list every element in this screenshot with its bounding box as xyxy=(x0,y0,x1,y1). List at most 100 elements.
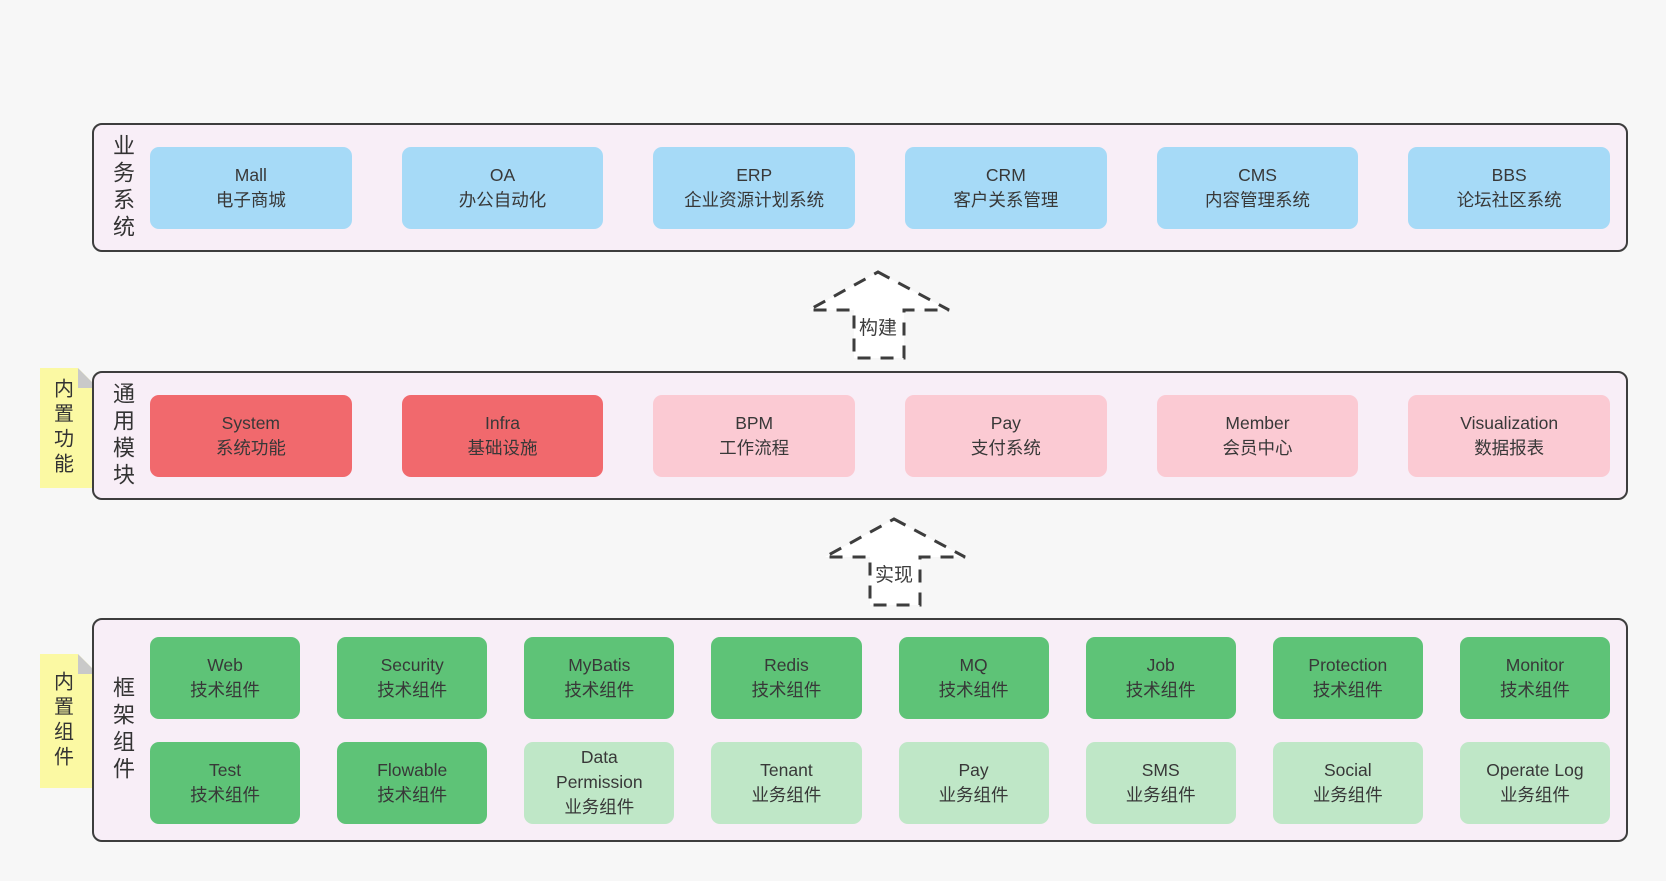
module-box-cms: CMS 内容管理系统 xyxy=(1156,146,1359,229)
band-content: System 系统功能 Infra 基础设施 BPM 工作流程 Pay 支付系统… xyxy=(150,373,1626,498)
arrow-label: 构建 xyxy=(858,318,898,339)
box-name: Operate Log xyxy=(1486,759,1584,780)
box-desc: 数据报表 xyxy=(1474,437,1545,458)
sticky-note-built-in-components: 内置组件 xyxy=(40,654,98,788)
box-name: BBS xyxy=(1491,164,1527,185)
note-text: 内置功能 xyxy=(50,378,73,478)
box-desc: 技术组件 xyxy=(1125,679,1196,700)
box-name: MyBatis xyxy=(568,654,631,675)
component-box-operate-log: Operate Log 业务组件 xyxy=(1459,741,1610,824)
box-row: Mall 电子商城 OA 办公自动化 ERP 企业资源计划系统 CRM 客户关系… xyxy=(150,146,1611,229)
dashed-up-arrow-icon xyxy=(824,517,966,607)
component-box-pay: Pay 业务组件 xyxy=(898,741,1049,824)
box-name: CRM xyxy=(985,164,1026,185)
box-desc: 内容管理系统 xyxy=(1205,189,1311,210)
box-name: Member xyxy=(1225,412,1290,433)
box-name: SMS xyxy=(1141,759,1180,780)
box-desc: 会员中心 xyxy=(1222,437,1293,458)
box-name: Infra xyxy=(484,412,521,433)
box-name: Visualization xyxy=(1460,412,1559,433)
box-desc: 业务组件 xyxy=(1312,784,1383,805)
component-box-tenant: Tenant 业务组件 xyxy=(711,741,862,824)
arrow-build: 构建 xyxy=(800,266,956,370)
note-text: 内置组件 xyxy=(50,671,73,771)
box-name: Pay xyxy=(958,759,989,780)
module-box-visualization: Visualization 数据报表 xyxy=(1408,394,1611,477)
box-name: Pay xyxy=(990,412,1021,433)
module-box-bpm: BPM 工作流程 xyxy=(653,394,856,477)
box-name: System xyxy=(221,412,281,433)
component-box-mq: MQ 技术组件 xyxy=(898,636,1049,719)
band-framework-components: 框架组件 Web 技术组件 Security 技术组件 MyBatis 技术组件… xyxy=(92,618,1628,842)
module-box-member: Member 会员中心 xyxy=(1156,394,1359,477)
box-row: System 系统功能 Infra 基础设施 BPM 工作流程 Pay 支付系统… xyxy=(150,394,1611,477)
box-desc: 业务组件 xyxy=(564,797,635,817)
component-box-test: Test 技术组件 xyxy=(150,741,301,824)
component-box-redis: Redis 技术组件 xyxy=(711,636,862,719)
box-name: Redis xyxy=(764,654,809,675)
box-desc: 技术组件 xyxy=(1499,679,1570,700)
box-row: Test 技术组件 Flowable 技术组件 Data Permission … xyxy=(150,741,1610,824)
box-name: Test xyxy=(209,759,242,780)
box-name: OA xyxy=(489,164,516,185)
box-name: CMS xyxy=(1238,164,1277,185)
box-name: Data Permission xyxy=(556,747,643,792)
box-name: BPM xyxy=(735,412,774,433)
box-desc: 技术组件 xyxy=(190,784,261,805)
box-name: Monitor xyxy=(1505,654,1565,675)
module-box-pay: Pay 支付系统 xyxy=(905,394,1107,477)
box-desc: 基础设施 xyxy=(467,437,538,458)
band-label: 框架组件 xyxy=(110,676,135,784)
module-box-bbs: BBS 论坛社区系统 xyxy=(1408,146,1611,229)
box-desc: 技术组件 xyxy=(1312,679,1383,700)
module-box-mall: Mall 电子商城 xyxy=(150,146,352,229)
component-box-social: Social 业务组件 xyxy=(1272,741,1423,824)
band-content: Web 技术组件 Security 技术组件 MyBatis 技术组件 Redi… xyxy=(150,620,1626,840)
dashed-up-arrow-icon xyxy=(808,270,950,360)
box-desc: 业务组件 xyxy=(938,784,1009,805)
box-desc: 工作流程 xyxy=(719,437,790,458)
box-desc: 技术组件 xyxy=(564,679,635,700)
sticky-note-built-in-features: 内置功能 xyxy=(40,368,98,488)
box-name: Social xyxy=(1323,759,1372,780)
module-box-crm: CRM 客户关系管理 xyxy=(905,146,1107,229)
box-name: Flowable xyxy=(377,759,448,780)
box-desc: 技术组件 xyxy=(377,679,448,700)
box-name: ERP xyxy=(736,164,773,185)
component-box-data-permission: Data Permission 业务组件 xyxy=(524,741,675,824)
component-box-flowable: Flowable 技术组件 xyxy=(337,741,488,824)
box-row: Web 技术组件 Security 技术组件 MyBatis 技术组件 Redi… xyxy=(150,636,1610,719)
component-box-sms: SMS 业务组件 xyxy=(1085,741,1236,824)
box-desc: 业务组件 xyxy=(751,784,822,805)
component-box-protection: Protection 技术组件 xyxy=(1272,636,1423,719)
band-business-systems: 业务系统 Mall 电子商城 OA 办公自动化 ERP 企业资源计划系统 CRM… xyxy=(92,123,1628,252)
band-common-modules: 通用模块 System 系统功能 Infra 基础设施 BPM 工作流程 Pay… xyxy=(92,371,1628,500)
arrow-label: 实现 xyxy=(874,565,914,586)
box-desc: 业务组件 xyxy=(1125,784,1196,805)
box-desc: 系统功能 xyxy=(215,437,286,458)
arrow-implement: 实现 xyxy=(816,513,972,617)
module-box-erp: ERP 企业资源计划系统 xyxy=(653,146,856,229)
box-name: Tenant xyxy=(760,759,813,780)
box-name: MQ xyxy=(959,654,988,675)
box-desc: 技术组件 xyxy=(751,679,822,700)
band-label: 业务系统 xyxy=(110,133,135,242)
box-desc: 企业资源计划系统 xyxy=(684,189,825,210)
component-box-monitor: Monitor 技术组件 xyxy=(1459,636,1610,719)
box-desc: 支付系统 xyxy=(970,437,1041,458)
box-desc: 业务组件 xyxy=(1499,784,1570,805)
component-box-job: Job 技术组件 xyxy=(1085,636,1236,719)
band-content: Mall 电子商城 OA 办公自动化 ERP 企业资源计划系统 CRM 客户关系… xyxy=(150,125,1626,250)
box-desc: 办公自动化 xyxy=(458,189,547,210)
band-label: 通用模块 xyxy=(110,381,135,490)
box-desc: 客户关系管理 xyxy=(953,189,1059,210)
box-desc: 论坛社区系统 xyxy=(1456,189,1562,210)
module-box-infra: Infra 基础设施 xyxy=(401,394,604,477)
box-name: Job xyxy=(1146,654,1175,675)
box-desc: 技术组件 xyxy=(938,679,1009,700)
box-name: Web xyxy=(207,654,243,675)
box-name: Security xyxy=(380,654,444,675)
box-desc: 电子商城 xyxy=(215,189,286,210)
box-name: Protection xyxy=(1308,654,1388,675)
